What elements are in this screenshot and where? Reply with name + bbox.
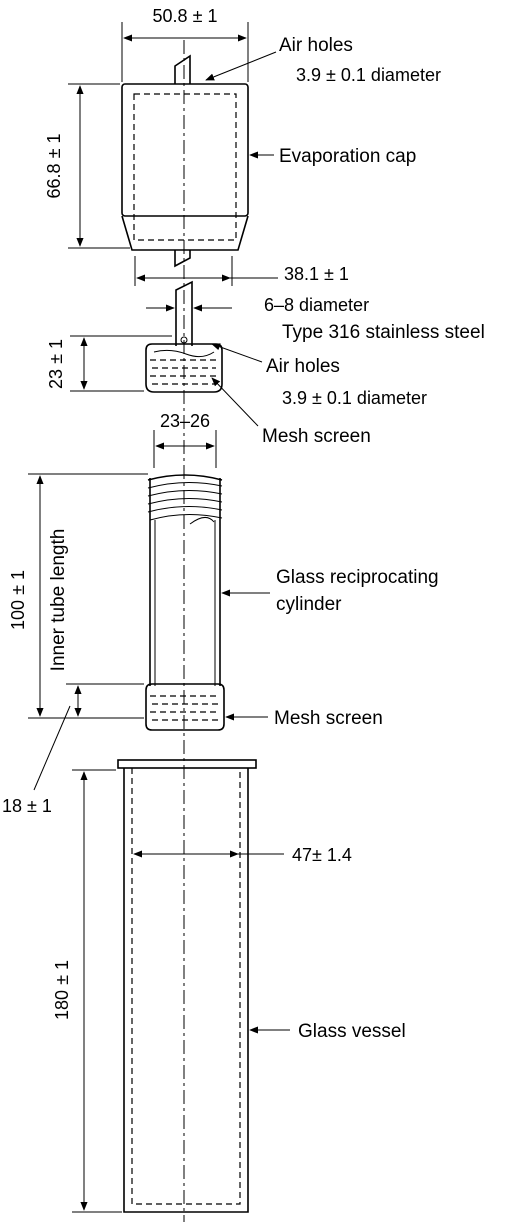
air-holes-2-label: Air holes [266,356,340,377]
vessel-height-dimension [72,769,122,1213]
air-holes-2-diameter: 3.9 ± 0.1 diameter [282,388,427,408]
tube-diameter-dimension [153,430,217,468]
top-width-label: 50.8 ± 1 [153,6,218,26]
vessel-diameter-label: 47± 1.4 [292,845,352,865]
mesh-screen-2-label: Mesh screen [274,708,383,729]
glass-vessel-label: Glass vessel [298,1021,406,1042]
air-holes-1-diameter: 3.9 ± 0.1 diameter [296,65,441,85]
evaporation-cap [121,54,249,268]
shaft [175,280,193,336]
top-width-dimension [121,22,249,82]
cap-bottom-width-dimension [134,256,278,286]
upper-mesh-height-label: 23 ± 1 [46,339,66,389]
air-holes-1-label: Air holes [279,35,353,56]
air-holes-2-leader [211,343,263,363]
upper-mesh-height-dimension [70,335,172,392]
tube-length-label: 100 ± 1 [8,570,28,630]
evaporation-cap-label: Evaporation cap [279,146,416,167]
glass-reciprocating-cylinder [147,474,223,686]
mesh-screen-1-leader [211,377,259,427]
vessel-height-label: 180 ± 1 [52,960,72,1020]
shaft-material-label: Type 316 stainless steel [282,322,485,343]
inner-tube-length-label: Inner tube length [48,529,69,672]
mesh-screen-1-label: Mesh screen [262,426,371,447]
tube-length-dimension [28,473,148,719]
cap-height-dimension [68,83,130,249]
cap-bottom-width-label: 38.1 ± 1 [284,264,349,284]
lower-mesh [145,683,225,731]
upper-mesh-assembly [145,336,223,393]
cylinder-label-1: Glass reciprocating [276,567,439,588]
glass-vessel [117,759,257,1213]
shaft-diameter-label: 6–8 diameter [264,295,369,315]
air-holes-1-leader [205,51,277,81]
tube-diameter-label: 23–26 [160,411,210,431]
lower-mesh-height-label: 18 ± 1 [2,796,52,816]
lower-mesh-height-dimension [33,683,144,791]
cylinder-label-2: cylinder [276,594,342,615]
cap-height-label: 66.8 ± 1 [44,134,64,199]
